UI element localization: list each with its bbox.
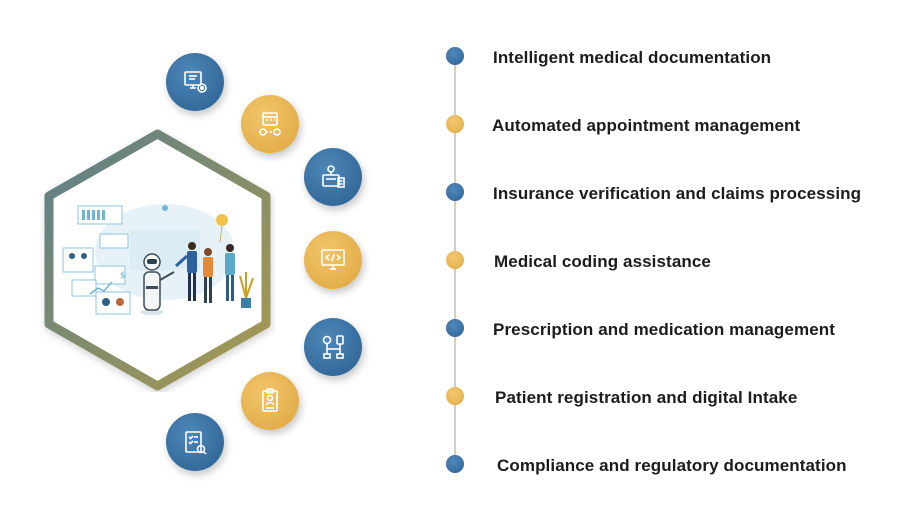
item-label-6: Patient registration and digital Intake — [495, 388, 798, 407]
code-monitor-icon — [304, 231, 362, 289]
item-label-7: Compliance and regulatory documentation — [497, 456, 847, 475]
checklist-icon — [166, 413, 224, 471]
item-label-4: Medical coding assistance — [494, 252, 711, 271]
item-label-3: Insurance verification and claims proces… — [493, 184, 862, 203]
medication-network-icon — [304, 318, 362, 376]
patient-clipboard-icon — [241, 372, 299, 430]
timeline-dot-7 — [446, 455, 464, 473]
insurance-monitor-icon — [304, 148, 362, 206]
documentation-computer-icon — [166, 53, 224, 111]
item-label-2: Automated appointment management — [492, 116, 801, 135]
item-label-1: Intelligent medical documentation — [493, 48, 772, 67]
ai-robot-medical-illustration: $ — [60, 190, 260, 330]
timeline-dot-1 — [446, 47, 464, 65]
calendar-gear-icon — [241, 95, 299, 153]
svg-text:$: $ — [120, 271, 126, 281]
timeline-dot-6 — [446, 387, 464, 405]
timeline-dot-3 — [446, 183, 464, 201]
timeline-dot-4 — [446, 251, 464, 269]
timeline-dot-2 — [446, 115, 464, 133]
timeline-dot-5 — [446, 319, 464, 337]
item-label-5: Prescription and medication management — [493, 320, 835, 339]
